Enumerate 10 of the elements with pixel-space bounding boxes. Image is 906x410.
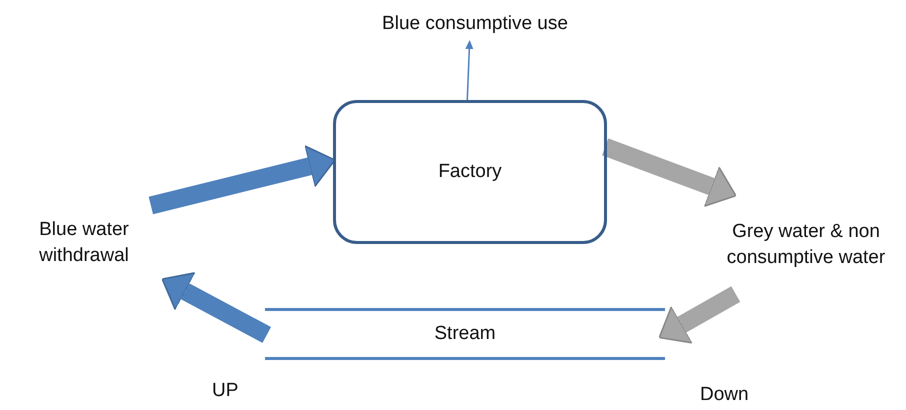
factory-box: [333, 100, 607, 244]
end-label: UP: [212, 380, 238, 402]
node-label: Stream: [434, 322, 496, 346]
flow-label: Grey water & non consumptive water: [726, 220, 886, 270]
flow-label: Blue water withdrawal: [38, 218, 130, 268]
end-label: Down: [700, 384, 749, 406]
stream-band: [265, 308, 665, 360]
node-label: Factory: [438, 160, 502, 184]
arrow: [465, 40, 474, 102]
flow-label: Blue consumptive use: [382, 12, 568, 36]
